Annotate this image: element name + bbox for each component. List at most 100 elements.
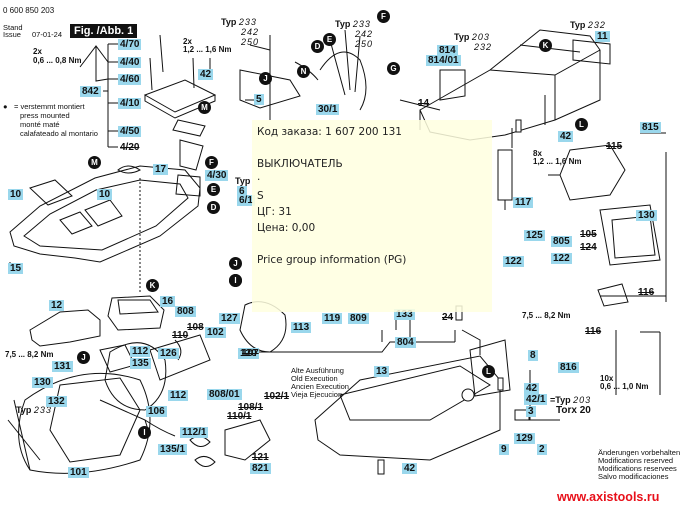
marker-d: D — [207, 201, 220, 214]
part-label[interactable]: 9 — [499, 444, 509, 455]
part-label[interactable]: 135/1 — [158, 444, 188, 455]
part-label[interactable]: 132 — [46, 396, 67, 407]
part-label[interactable]: 129 — [514, 433, 535, 444]
part-label[interactable]: 42 — [524, 383, 540, 394]
part-label[interactable]: 116 — [638, 287, 655, 298]
part-label[interactable]: 102 — [205, 327, 226, 338]
part-label[interactable]: 113 — [291, 322, 312, 333]
part-label[interactable]: 108/1 — [238, 402, 264, 413]
part-label[interactable]: 130 — [636, 210, 657, 221]
part-label[interactable]: 4/20 — [120, 142, 140, 153]
part-label[interactable]: 110 — [172, 330, 189, 341]
legend-line: = verstemmt montiert — [14, 102, 85, 111]
part-label[interactable]: 10 — [97, 189, 113, 200]
part-label[interactable]: 821 — [250, 463, 271, 474]
website-link[interactable]: www.axistools.ru — [557, 490, 660, 504]
part-label[interactable]: 115 — [606, 141, 623, 152]
part-label[interactable]: 126 — [158, 348, 179, 359]
marker-e: E — [323, 33, 336, 46]
type-note: Typ 203 — [454, 32, 490, 42]
part-label[interactable]: 2 — [537, 444, 547, 455]
tooltip-spacer — [257, 236, 487, 252]
part-label[interactable]: 112 — [168, 390, 189, 401]
part-label[interactable]: 131 — [52, 361, 73, 372]
part-label[interactable]: 130 — [32, 377, 53, 388]
torque-6-count: 10x — [600, 374, 614, 383]
part-label[interactable]: 10 — [8, 189, 24, 200]
part-label[interactable]: 16 — [160, 296, 176, 307]
marker-g: G — [387, 62, 400, 75]
part-label[interactable]: 120 — [238, 348, 259, 359]
marker-l: L — [482, 365, 495, 378]
part-label[interactable]: 102/1 — [264, 391, 290, 402]
part-label[interactable]: 11 — [595, 31, 610, 42]
type-note: 242 — [241, 27, 260, 37]
part-label[interactable]: 804 — [395, 337, 416, 348]
part-label[interactable]: 13 — [374, 366, 390, 377]
part-label[interactable]: 5 — [254, 94, 264, 105]
torque-1-count: 2x — [33, 47, 42, 56]
part-label[interactable]: 107 — [242, 348, 259, 359]
part-label[interactable]: 24 — [442, 312, 454, 323]
part-label[interactable]: 815 — [640, 122, 661, 133]
part-label[interactable]: 110/1 — [227, 411, 252, 422]
tooltip-price-group-info[interactable]: Price group information (PG) — [257, 254, 407, 266]
part-label[interactable]: 6 — [237, 186, 247, 197]
part-label[interactable]: 112 — [130, 346, 151, 357]
part-label[interactable]: 4/40 — [118, 57, 142, 68]
part-label[interactable]: 14 — [418, 98, 430, 109]
part-label[interactable]: 8 — [528, 350, 538, 361]
type-note: Typ 233 — [221, 17, 257, 27]
part-label[interactable]: 842 — [80, 86, 101, 97]
part-label[interactable]: 121 — [252, 452, 269, 463]
part-label[interactable]: 101 — [68, 467, 89, 478]
figure-title: Fig. /Abb. 1 — [70, 24, 138, 38]
part-label[interactable]: 119 — [322, 313, 343, 324]
part-label[interactable]: 809 — [348, 313, 369, 324]
part-label[interactable]: 17 — [153, 164, 169, 175]
part-label[interactable]: 133 — [394, 309, 415, 320]
part-label[interactable]: 42 — [402, 463, 418, 474]
part-label[interactable]: 42 — [198, 69, 214, 80]
part-label[interactable]: 117 — [513, 197, 534, 208]
part-label[interactable]: 108 — [187, 322, 204, 333]
part-label[interactable]: 805 — [551, 236, 572, 247]
part-label[interactable]: 106 — [146, 406, 167, 417]
part-label[interactable]: 12 — [49, 300, 65, 311]
part-label[interactable]: 116 — [585, 326, 602, 337]
type-note: Typ 233 — [335, 19, 371, 29]
part-label[interactable]: 814/01 — [426, 55, 461, 66]
part-label[interactable]: 125 — [524, 230, 545, 241]
part-label[interactable]: 105 — [580, 229, 597, 240]
tooltip-size: S — [257, 190, 264, 202]
part-label[interactable]: 122 — [503, 256, 524, 267]
old-execution-line: Old Execution — [291, 374, 338, 383]
torque-5-value: 7,5 ... 8,2 Nm — [522, 311, 571, 320]
part-label[interactable]: 15 — [8, 263, 24, 274]
part-label[interactable]: 808/01 — [207, 389, 242, 400]
part-label[interactable]: 814 — [437, 45, 458, 56]
part-label[interactable]: 30/1 — [316, 104, 340, 115]
part-label[interactable]: 4/70 — [118, 39, 142, 50]
tooltip-spacer — [257, 140, 487, 156]
part-label[interactable]: 816 — [558, 362, 579, 373]
part-label[interactable]: 122 — [551, 253, 572, 264]
part-label[interactable]: 4/50 — [118, 126, 142, 137]
part-label[interactable]: 135 — [130, 358, 151, 369]
part-label[interactable]: 42 — [558, 131, 574, 142]
part-label[interactable]: 127 — [219, 313, 240, 324]
part-label[interactable]: 124 — [580, 242, 597, 253]
part-label[interactable]: 808 — [175, 306, 196, 317]
part-label[interactable]: 42/1 — [524, 394, 548, 405]
old-execution-line: Alte Ausführung — [291, 366, 344, 375]
marker-e: E — [207, 183, 220, 196]
legend-line: calafateado al montario — [20, 129, 98, 138]
marker-j: J — [259, 72, 272, 85]
part-label[interactable]: 112/1 — [180, 427, 209, 438]
part-label[interactable]: 3 — [526, 406, 536, 417]
marker-m: M — [198, 101, 211, 114]
part-label[interactable]: 4/30 — [205, 170, 229, 181]
part-label[interactable]: 4/10 — [118, 98, 142, 109]
part-label[interactable]: 6/1 — [237, 195, 255, 206]
part-label[interactable]: 4/60 — [118, 74, 142, 85]
